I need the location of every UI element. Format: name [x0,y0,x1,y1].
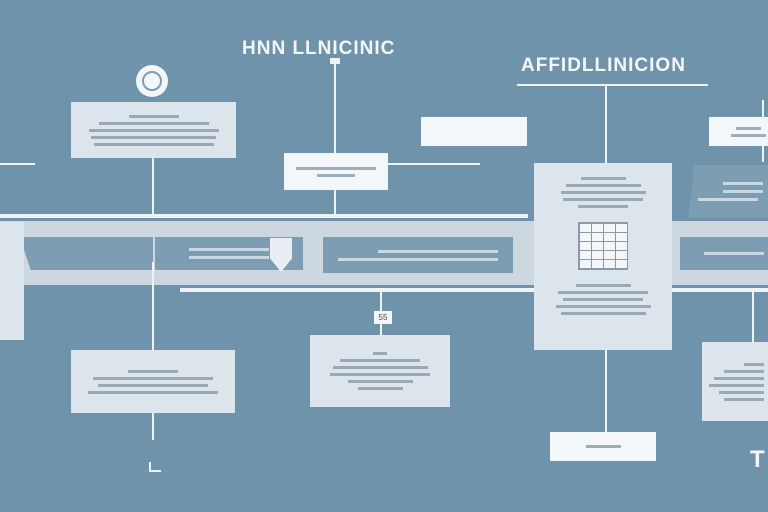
connector [0,163,35,165]
connector [605,85,607,163]
corner-marker [149,462,161,472]
step-badge: 55 [374,311,392,324]
side-card [0,222,24,340]
info-card [71,350,235,413]
info-card [702,342,768,421]
info-card [71,102,236,158]
main-card [534,163,672,350]
table-icon [578,222,628,270]
blank-card [421,117,527,146]
band-bottom-rule [180,288,768,292]
info-card [284,153,388,190]
connector [152,158,154,216]
flag-icon [330,58,340,64]
connector [388,163,480,165]
connector [605,350,607,432]
band-panel [20,237,153,270]
info-card [550,432,656,461]
corner-letter: T [750,446,766,473]
band-top-rule [0,214,528,218]
band-panel [680,237,768,270]
band-panel [323,237,513,273]
shield-icon [270,238,292,272]
info-card [310,335,450,407]
band-panel [688,165,768,218]
right-title: AFFIDLLINICION [521,55,686,76]
right-title-underline [517,84,708,86]
connector [752,290,754,342]
seal-icon [136,65,168,97]
connector [334,58,336,216]
info-card [709,117,768,146]
left-title: HNN LLNICINIC [242,38,396,59]
